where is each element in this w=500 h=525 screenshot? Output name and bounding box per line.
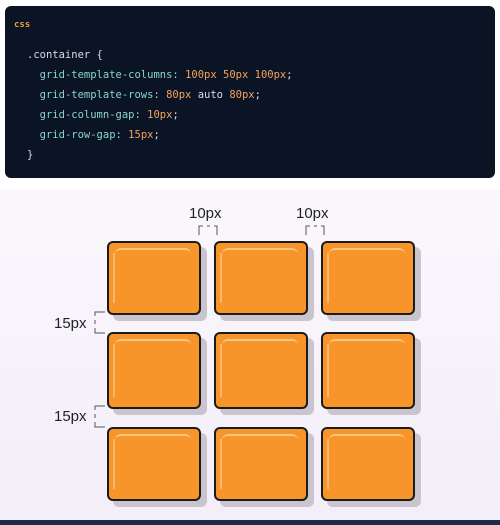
code-line-rows: grid-template-rows: 80px auto 80px; [27, 85, 293, 105]
grid-item-9 [321, 427, 415, 501]
row-gap-bracket-2 [94, 405, 105, 428]
row-gap-label-1: 15px [54, 315, 87, 332]
css-property-column-gap: grid-column-gap: [39, 109, 141, 121]
css-value-row-gap: 15px [128, 129, 154, 141]
language-label: css [14, 20, 31, 30]
grid-item-5 [214, 332, 308, 409]
row-gap-bracket-1 [94, 311, 105, 334]
grid-item-6 [321, 332, 415, 409]
grid-item-3 [321, 241, 415, 315]
css-close-brace: } [27, 149, 34, 161]
css-value-rows-2: auto [197, 89, 224, 101]
css-value-columns-2: 50px [223, 69, 249, 81]
bottom-bar [0, 520, 500, 525]
column-gap-bracket-1 [198, 225, 218, 235]
code-card: css .container { grid-template-columns: … [5, 6, 495, 178]
grid-diagram: 10px 10px 15px 15px [0, 190, 500, 520]
grid-item-8 [214, 427, 308, 501]
column-gap-label-1: 10px [189, 205, 222, 222]
grid-item-4 [107, 332, 201, 409]
css-value-rows-1: 80px [166, 89, 192, 101]
code-line-row-gap: grid-row-gap: 15px; [27, 125, 293, 145]
css-value-column-gap: 10px [147, 109, 173, 121]
column-gap-label-2: 10px [296, 205, 329, 222]
code-line-close: } [27, 145, 293, 165]
code-block: .container { grid-template-columns: 100p… [27, 45, 293, 165]
code-line-columns: grid-template-columns: 100px 50px 100px; [27, 65, 293, 85]
css-property-row-gap: grid-row-gap: [39, 129, 122, 141]
css-selector: .container { [27, 49, 103, 61]
row-gap-label-2: 15px [54, 408, 87, 425]
semicolon: ; [172, 109, 179, 121]
column-gap-bracket-2 [305, 225, 325, 235]
semicolon: ; [153, 129, 160, 141]
grid-item-7 [107, 427, 201, 501]
css-value-columns-1: 100px [185, 69, 217, 81]
css-property-columns: grid-template-columns: [39, 69, 179, 81]
code-line-column-gap: grid-column-gap: 10px; [27, 105, 293, 125]
css-value-columns-3: 100px [254, 69, 287, 81]
semicolon: ; [254, 89, 261, 101]
code-line-selector: .container { [27, 45, 293, 65]
css-property-rows: grid-template-rows: [39, 89, 160, 101]
grid-item-2 [214, 241, 308, 315]
css-value-rows-3: 80px [229, 89, 255, 101]
semicolon: ; [286, 69, 293, 81]
grid-item-1 [107, 241, 201, 315]
